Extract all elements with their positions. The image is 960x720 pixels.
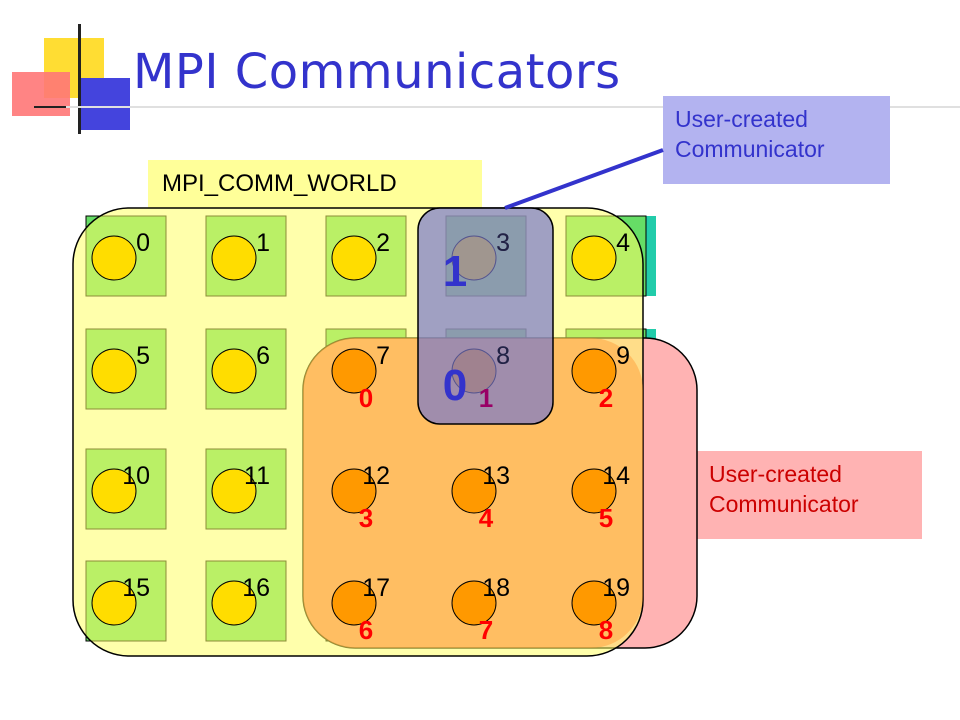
decor-pink-square	[12, 72, 70, 116]
user-communicator-label-line1: User-created	[709, 461, 842, 487]
connector-line	[504, 148, 664, 210]
pink-rank-label: 2	[599, 383, 613, 413]
process-circle	[211, 348, 257, 394]
process-number: 4	[616, 229, 630, 257]
process-circle	[91, 348, 137, 394]
process-circle	[331, 235, 377, 281]
process-number: 14	[602, 462, 630, 490]
world-label: MPI_COMM_WORLD	[148, 160, 482, 208]
process-circle	[211, 580, 257, 626]
process-number: 8	[496, 342, 510, 370]
blue-rank-label: 1	[443, 247, 467, 296]
pink-rank-label: 6	[359, 615, 373, 645]
process-circle	[571, 235, 617, 281]
process-number: 15	[122, 574, 150, 602]
pink-rank-label: 8	[599, 615, 613, 645]
pink-rank-label: 4	[479, 503, 494, 533]
process-circle	[451, 580, 497, 626]
process-number: 5	[136, 342, 150, 370]
process-circle	[331, 580, 377, 626]
process-number: 6	[256, 342, 270, 370]
pink-rank-label: 0	[359, 383, 373, 413]
process-circle	[211, 235, 257, 281]
process-number: 13	[482, 462, 510, 490]
process-number: 19	[602, 574, 630, 602]
process-circle	[211, 468, 257, 514]
pink-rank-label: 5	[599, 503, 613, 533]
process-number: 1	[256, 229, 270, 257]
process-number: 0	[136, 229, 150, 257]
process-number: 11	[244, 462, 270, 490]
user-communicator-label-line1: User-created	[675, 106, 808, 132]
process-circle	[571, 580, 617, 626]
pink-rank-label: 3	[359, 503, 373, 533]
decor-vertical-line	[78, 24, 81, 134]
process-circle	[91, 468, 137, 514]
process-number: 2	[376, 229, 390, 257]
process-number: 9	[616, 342, 630, 370]
pink-rank-label: 7	[479, 615, 493, 645]
process-circle	[331, 348, 377, 394]
process-circle	[571, 468, 617, 514]
decor-blue-square	[78, 78, 130, 130]
process-number: 18	[482, 574, 510, 602]
process-circle	[451, 468, 497, 514]
blue-rank-label: 0	[443, 361, 467, 410]
page-title: MPI Communicators	[133, 44, 621, 100]
process-number: 3	[496, 229, 510, 257]
process-number: 10	[122, 462, 150, 490]
user-communicator-label-line2: Communicator	[675, 136, 825, 162]
blue-communicator-region	[417, 207, 554, 425]
pink-rank-label: 1	[479, 383, 493, 413]
process-number: 17	[362, 574, 390, 602]
process-number: 16	[242, 574, 270, 602]
process-circle	[331, 468, 377, 514]
process-circle	[91, 235, 137, 281]
process-number: 12	[362, 462, 390, 490]
user-communicator-label-pink: User-created Communicator	[697, 451, 922, 539]
title-rule	[66, 106, 960, 108]
user-communicator-label-blue: User-created Communicator	[663, 96, 890, 184]
process-circle	[571, 348, 617, 394]
process-number: 7	[376, 342, 390, 370]
user-communicator-label-line2: Communicator	[709, 491, 859, 517]
process-circle	[91, 580, 137, 626]
